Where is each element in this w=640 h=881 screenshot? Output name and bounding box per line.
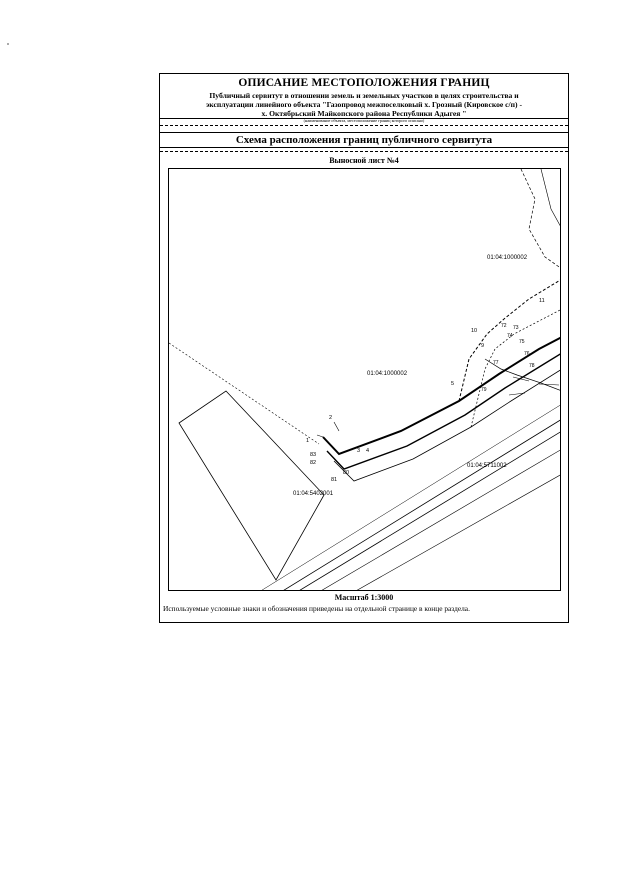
dashed-boundary <box>169 342 320 445</box>
dashed-boundary <box>520 169 560 269</box>
point-label: 4 <box>366 448 369 454</box>
dashed-boundary <box>458 279 560 402</box>
parcel-label: 01:04:5711002 <box>467 463 507 469</box>
road-line <box>321 449 560 590</box>
parcel-label: 01:04:1000002 <box>487 255 528 261</box>
legend-note: Используемые условные знаки и обозначени… <box>163 604 470 613</box>
subtitle-line-1: Публичный сервитут в отношении земель и … <box>209 91 519 100</box>
dashed-divider <box>160 151 568 152</box>
point-label: 82 <box>310 460 316 466</box>
road-line <box>356 474 560 590</box>
scan-speck <box>7 43 9 45</box>
gas-pipeline <box>333 369 560 482</box>
point-label: 5 <box>451 381 454 387</box>
point-label: 75 <box>519 339 525 345</box>
parcel-boundary <box>540 169 560 226</box>
point-label: 80 <box>343 470 349 476</box>
point-label: 77 <box>493 360 499 366</box>
leader-lines <box>316 376 560 438</box>
point-label: 79 <box>481 387 487 393</box>
point-label: 81 <box>331 477 337 483</box>
point-label: 76 <box>524 351 530 357</box>
map-scale: Масштаб 1:3000 <box>334 593 394 602</box>
subtitle-line-3: х. Октябрьский Майкопского района Респуб… <box>261 109 467 118</box>
sheet-label: Выносной лист №4 <box>329 156 399 165</box>
point-label: 10 <box>471 328 477 334</box>
schema-title: Схема расположения границ публичного сер… <box>235 134 493 146</box>
parcel-label: 01:04:1000002 <box>367 371 408 377</box>
dashed-boundary <box>470 309 560 428</box>
easement-boundary <box>326 353 560 470</box>
point-label: 72 <box>501 323 507 329</box>
point-label: 78 <box>529 363 535 369</box>
cadastral-map: 01:04:1000002 01:04:1000002 01:04:571100… <box>169 169 560 590</box>
parcel-boundary <box>484 358 560 391</box>
point-label: 2 <box>329 415 332 421</box>
divider <box>160 118 568 119</box>
divider <box>160 147 568 148</box>
point-label: 11 <box>539 298 545 304</box>
divider <box>160 132 568 133</box>
dashed-divider <box>160 125 568 126</box>
parcel-label: 01:04:5402001 <box>293 491 334 497</box>
point-label: 1 <box>306 438 309 444</box>
point-label: 83 <box>310 452 316 458</box>
road-edge <box>299 431 560 590</box>
road-edge <box>283 419 560 590</box>
point-label: 9 <box>481 343 484 349</box>
point-label: 74 <box>507 333 513 339</box>
road-line <box>261 404 560 590</box>
document-title: ОПИСАНИЕ МЕСТОПОЛОЖЕНИЯ ГРАНИЦ <box>238 77 490 89</box>
point-label: 73 <box>513 325 519 331</box>
parcel-boundary <box>178 390 325 581</box>
document-sheet: ОПИСАНИЕ МЕСТОПОЛОЖЕНИЯ ГРАНИЦ Публичный… <box>159 73 569 623</box>
map-frame: 01:04:1000002 01:04:1000002 01:04:571100… <box>168 168 561 591</box>
object-note: (наименование объекта, местоположение гр… <box>303 118 425 123</box>
point-label: 3 <box>357 448 360 454</box>
subtitle-line-2: эксплуатации линейного объекта "Газопров… <box>205 100 522 109</box>
